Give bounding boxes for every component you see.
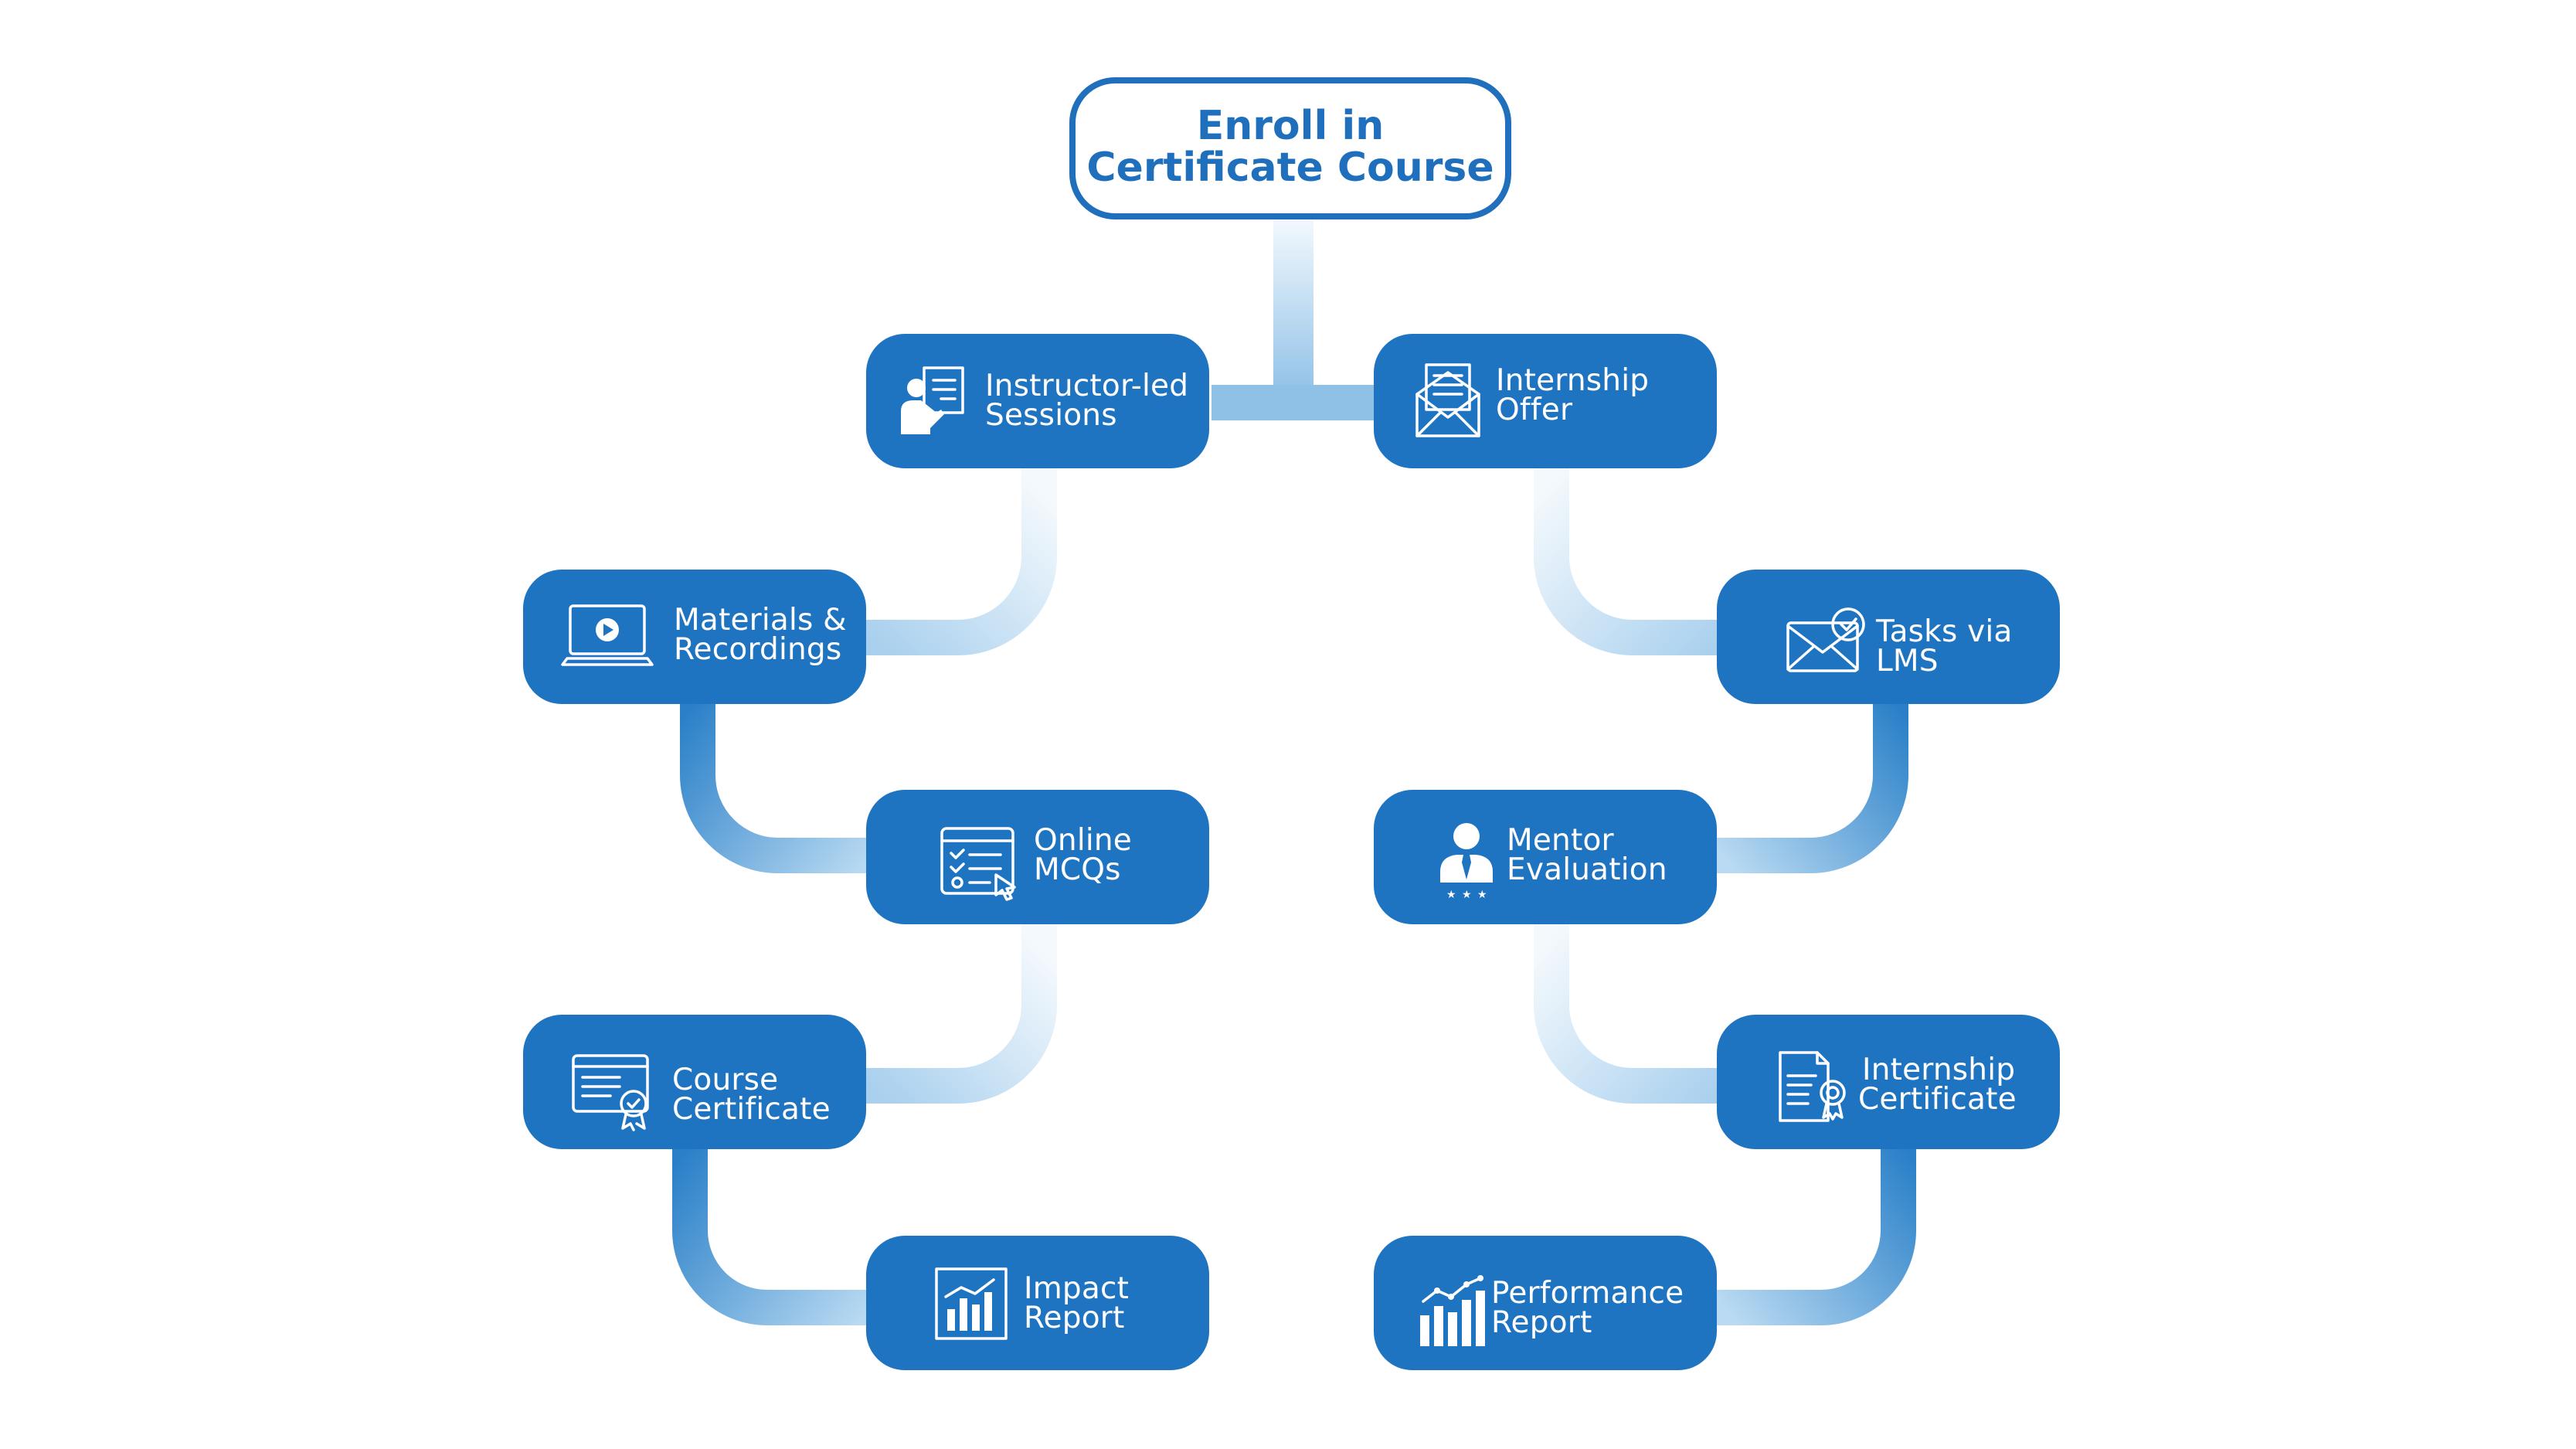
certificate-badge-icon [572, 1054, 649, 1131]
node-course-certificate: Course Certificate [523, 1015, 866, 1149]
node-internship-certificate: Internship Certificate [1717, 1015, 2060, 1149]
node-offer-line1: Internship [1496, 363, 1649, 398]
node-mentor-line1: Mentor [1507, 823, 1615, 858]
node-mcqs-line2: MCQs [1034, 852, 1121, 887]
node-interncert-line1: Internship [1862, 1053, 2015, 1087]
connector-offer-tasks [1534, 464, 1727, 655]
node-mcqs-line1: Online [1034, 823, 1132, 858]
connector-materials-mcqs [680, 699, 873, 873]
node-impact-line2: Report [1024, 1301, 1124, 1335]
mentor-rating-icon: ★ ★ ★ [1440, 823, 1493, 901]
presentation-icon [901, 366, 964, 434]
node-performance-report: Performance Report [1374, 1236, 1717, 1370]
svg-text:★: ★ [1477, 889, 1487, 901]
connector-root-branch [1212, 385, 1378, 420]
root-title-line1: Enroll in [1197, 103, 1385, 149]
document-seal-icon [1779, 1051, 1846, 1122]
node-offer-line2: Offer [1496, 393, 1573, 427]
connectors [672, 220, 1916, 1325]
node-tasks-line1: Tasks via [1875, 614, 2013, 649]
root-title-line2: Certificate Course [1086, 145, 1494, 191]
node-performance-line1: Performance [1491, 1276, 1684, 1311]
node-materials-line1: Materials & [674, 603, 847, 638]
envelope-letter-icon [1415, 363, 1480, 437]
quiz-checklist-icon [940, 827, 1016, 901]
node-impact-report: Impact Report [866, 1236, 1209, 1370]
node-interncert-line2: Certificate [1858, 1082, 2017, 1117]
node-impact-line1: Impact [1024, 1271, 1129, 1306]
node-materials-recordings: Materials & Recordings [523, 570, 866, 704]
connector-interncert-performance [1715, 1148, 1916, 1325]
node-coursecert-line1: Course [672, 1063, 778, 1097]
node-instructor-sessions: Instructor-led Sessions [866, 334, 1209, 468]
growth-chart-icon [1420, 1275, 1485, 1346]
root-node: Enroll in Certificate Course [1069, 77, 1511, 219]
node-mentor-line2: Evaluation [1507, 852, 1667, 887]
mail-check-icon [1786, 607, 1865, 672]
connector-mentor-interncert [1534, 920, 1727, 1104]
connector-tasks-mentor [1715, 699, 1908, 873]
node-online-mcqs: Online MCQs [866, 790, 1209, 924]
node-tasks-lms: Tasks via LMS [1717, 570, 2060, 704]
node-internship-offer: Internship Offer [1374, 334, 1717, 468]
connector-mcqs-coursecert [865, 920, 1057, 1104]
connector-coursecert-impact [672, 1148, 873, 1325]
connector-instructor-materials [865, 464, 1057, 655]
node-performance-line2: Report [1491, 1305, 1592, 1340]
svg-text:★: ★ [1446, 889, 1456, 901]
node-tasks-line2: LMS [1876, 644, 1939, 679]
node-mentor-evaluation: ★ ★ ★ Mentor Evaluation [1374, 790, 1717, 924]
node-materials-line2: Recordings [674, 632, 841, 667]
node-instructor-line1: Instructor-led [985, 369, 1188, 403]
laptop-play-icon [561, 604, 654, 666]
svg-text:★: ★ [1462, 889, 1472, 901]
node-coursecert-line2: Certificate [672, 1092, 831, 1127]
bar-chart-icon [935, 1267, 1008, 1340]
node-instructor-line2: Sessions [985, 398, 1117, 433]
connector-root-trunk [1273, 220, 1313, 402]
